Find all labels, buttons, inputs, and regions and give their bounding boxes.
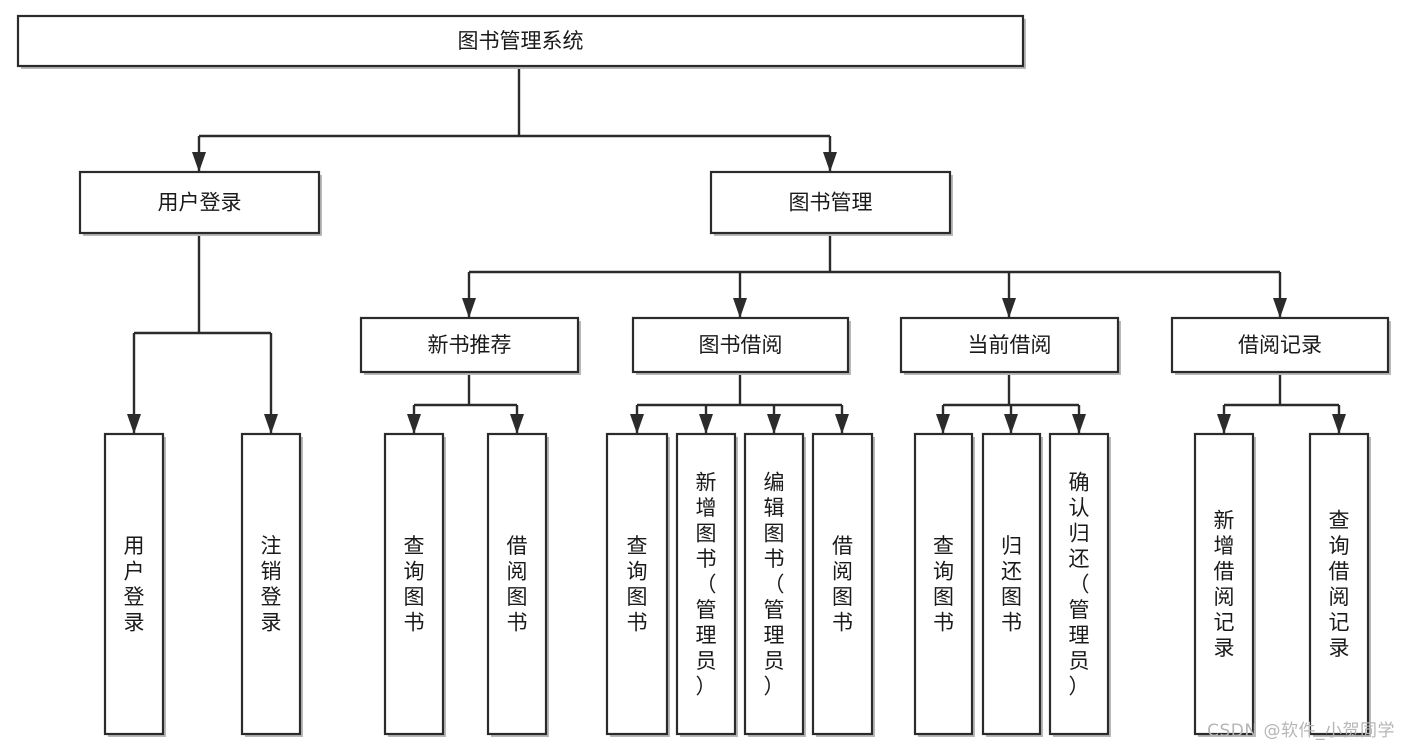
node-rect[interactable] (1193, 432, 1255, 736)
node-label: 查询图书 (404, 534, 425, 635)
node-rect[interactable] (486, 432, 548, 736)
node-rect[interactable] (743, 432, 805, 736)
node-leaf-8[interactable]: 查询图书 (913, 432, 975, 737)
arrow-head-icon (1002, 298, 1016, 318)
node-rect[interactable] (1170, 316, 1390, 374)
node-leaf-2[interactable]: 查询图书 (383, 432, 446, 737)
node-label: 借阅图书 (832, 534, 853, 635)
arrow-head-icon (1004, 414, 1018, 434)
node-label: 图书管理 (789, 191, 873, 215)
node-leaf-12[interactable]: 查询借阅记录 (1308, 432, 1371, 737)
node-leaf-7[interactable]: 借阅图书 (811, 432, 875, 737)
arrow-head-icon (407, 414, 421, 434)
node-label: 注销登录 (261, 534, 282, 635)
arrow-head-icon (767, 414, 781, 434)
node-rect[interactable] (811, 432, 874, 736)
node-label: 新增借阅记录 (1214, 509, 1235, 661)
node-rect[interactable] (675, 432, 737, 736)
node-rect[interactable] (605, 432, 669, 736)
node-rect[interactable] (981, 432, 1042, 736)
node-label: 借阅图书 (507, 534, 528, 635)
node-level3-1[interactable]: 图书借阅 (631, 316, 851, 375)
node-leaf-1[interactable]: 注销登录 (240, 432, 303, 737)
node-label: 查询图书 (627, 534, 648, 635)
node-label: 确认归还（管理员） (1069, 470, 1090, 698)
node-leaf-11[interactable]: 新增借阅记录 (1193, 432, 1256, 737)
node-rect[interactable] (16, 14, 1025, 68)
node-label: 图书借阅 (699, 333, 783, 357)
node-leaf-5[interactable]: 新增图书（管理员） (675, 432, 738, 737)
node-level3-3[interactable]: 借阅记录 (1170, 316, 1391, 375)
arrow-head-icon (823, 152, 837, 172)
node-rect[interactable] (240, 432, 302, 736)
node-leaf-10[interactable]: 确认归还（管理员） (1048, 432, 1111, 737)
node-label: 新书推荐 (428, 333, 512, 357)
node-rect[interactable] (631, 316, 850, 374)
node-leaf-9[interactable]: 归还图书 (981, 432, 1043, 737)
node-label: 编辑图书（管理员） (764, 470, 785, 698)
node-rect[interactable] (899, 316, 1120, 374)
node-label: 用户登录 (124, 534, 145, 635)
node-rect[interactable] (709, 170, 952, 235)
arrow-head-icon (835, 414, 849, 434)
node-label: 图书管理系统 (458, 29, 584, 53)
node-root[interactable]: 图书管理系统 (16, 14, 1026, 69)
node-label: 归还图书 (1001, 534, 1022, 635)
node-label: 用户登录 (158, 191, 242, 215)
node-level3-0[interactable]: 新书推荐 (359, 316, 581, 375)
node-label: 查询图书 (933, 534, 954, 635)
node-rect[interactable] (1048, 432, 1110, 736)
node-leaf-3[interactable]: 借阅图书 (486, 432, 549, 737)
connectors-layer (127, 66, 1346, 434)
arrow-head-icon (1217, 414, 1231, 434)
node-label: 查询借阅记录 (1329, 509, 1350, 661)
arrow-head-icon (936, 414, 950, 434)
arrow-head-icon (462, 298, 476, 318)
arrow-head-icon (127, 414, 141, 434)
node-leaf-0[interactable]: 用户登录 (103, 432, 166, 737)
node-leaf-4[interactable]: 查询图书 (605, 432, 670, 737)
node-rect[interactable] (359, 316, 580, 374)
node-rect[interactable] (1308, 432, 1370, 736)
node-rect[interactable] (913, 432, 974, 736)
arrow-head-icon (264, 414, 278, 434)
node-rect[interactable] (383, 432, 445, 736)
node-leaf-6[interactable]: 编辑图书（管理员） (743, 432, 806, 737)
arrow-head-icon (1273, 298, 1287, 318)
arrow-head-icon (630, 414, 644, 434)
arrow-head-icon (510, 414, 524, 434)
arrow-head-icon (1072, 414, 1086, 434)
arrow-head-icon (1332, 414, 1346, 434)
arrow-head-icon (699, 414, 713, 434)
node-level2-1[interactable]: 图书管理 (709, 170, 953, 236)
arrow-head-icon (192, 152, 206, 172)
node-rect[interactable] (78, 170, 321, 235)
arrow-head-icon (733, 298, 747, 318)
node-level3-2[interactable]: 当前借阅 (899, 316, 1121, 375)
nodes-layer: 图书管理系统用户登录图书管理新书推荐图书借阅当前借阅借阅记录用户登录注销登录查询… (16, 14, 1391, 737)
node-label: 借阅记录 (1238, 333, 1322, 357)
node-rect[interactable] (103, 432, 165, 736)
node-label: 当前借阅 (968, 333, 1052, 357)
node-level2-0[interactable]: 用户登录 (78, 170, 322, 236)
node-label: 新增图书（管理员） (696, 470, 717, 698)
